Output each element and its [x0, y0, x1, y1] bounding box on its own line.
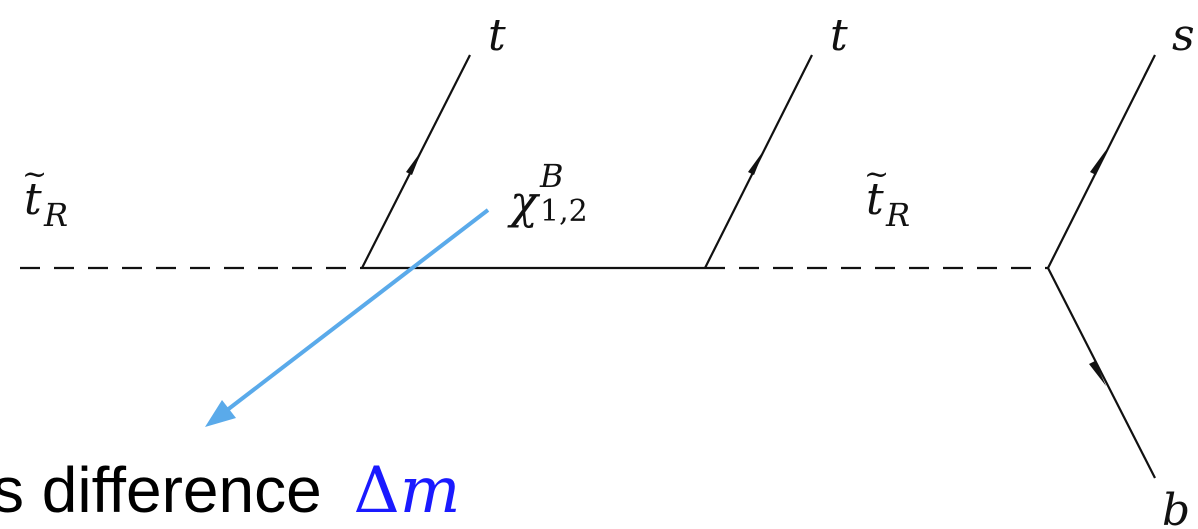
label-stop-left-sub: R: [43, 196, 68, 234]
label-bottom: b: [1162, 485, 1190, 529]
bottom-quark-line: [1047, 267, 1156, 479]
annotation-m-symbol: m: [400, 454, 461, 528]
fermion-arrow-middle: [748, 150, 764, 175]
fermion-arrow-bottom: [1089, 361, 1106, 386]
fermion-arrow-strange: [1090, 150, 1106, 175]
label-stop-right-tilde: ~: [864, 157, 889, 192]
label-top-left: t: [488, 10, 506, 61]
annotation-caption-text: s difference: [0, 454, 322, 526]
label-neutralino-sup: B: [539, 157, 564, 195]
strange-quark-line: [1047, 54, 1156, 269]
annotation-arrow-line: [220, 208, 490, 416]
label-stop-right-sub: R: [885, 196, 910, 234]
label-stop-left-tilde: ~: [22, 157, 47, 192]
annotation-delta-symbol: Δ: [353, 454, 399, 528]
annotation-arrow-head: [205, 400, 236, 427]
label-strange: s: [1172, 10, 1195, 61]
label-stop-right: t: [866, 174, 884, 225]
label-top-middle: t: [830, 10, 848, 61]
fermion-arrow-left: [406, 150, 422, 175]
annotation-caption: s difference Δm: [0, 454, 460, 528]
label-stop-left: t: [24, 174, 42, 225]
label-neutralino-sub: 1,2: [540, 194, 588, 229]
label-neutralino: χ: [507, 175, 541, 229]
